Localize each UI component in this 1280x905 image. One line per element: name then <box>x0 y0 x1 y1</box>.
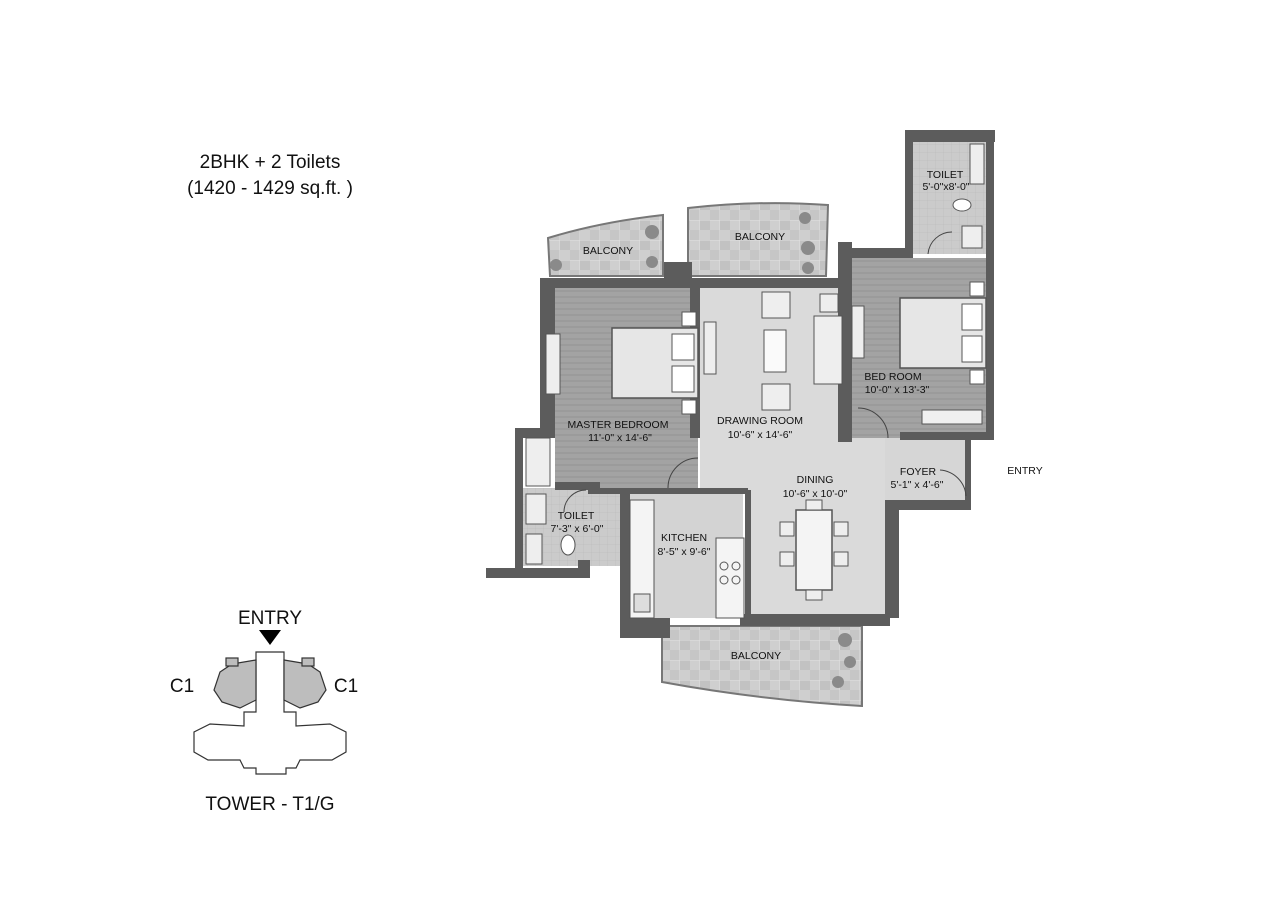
label-balcony-left: BALCONY <box>583 245 633 257</box>
key-plan-entry-label: ENTRY <box>238 608 302 629</box>
unit-title: 2BHK + 2 Toilets (1420 - 1429 sq.ft. ) <box>130 150 410 202</box>
unit-type: 2BHK + 2 Toilets <box>199 152 341 173</box>
balcony-center-area <box>687 202 830 277</box>
size-master-bedroom: 11'-0" x 14'-6" <box>588 432 652 444</box>
size-dining: 10'-6" x 10'-0" <box>783 488 848 500</box>
label-kitchen: KITCHEN <box>661 532 707 544</box>
entry-arrow-icon <box>259 630 281 645</box>
label-drawing-room: DRAWING ROOM <box>717 415 803 427</box>
label-foyer: FOYER <box>900 466 937 478</box>
label-master-bedroom: MASTER BEDROOM <box>568 419 669 431</box>
key-plan: ENTRY C1 C1 TOWER - T1/G <box>170 608 358 815</box>
balcony-left-area <box>546 213 664 277</box>
size-bed-room: 10'-0" x 13'-3" <box>865 384 930 396</box>
size-foyer: 5'-1" x 4'-6" <box>891 479 944 491</box>
size-kitchen: 8'-5" x 9'-6" <box>658 546 711 558</box>
toilet-fixtures-icon <box>525 143 985 565</box>
label-bed-room: BED ROOM <box>864 371 921 383</box>
label-toilet-top: TOILET <box>927 169 964 181</box>
size-toilet-bottom: 7'-3" x 6'-0" <box>551 523 604 535</box>
size-toilet-top: 5'-0"x8'-0" <box>922 181 969 193</box>
size-drawing-room: 10'-6" x 14'-6" <box>728 429 793 441</box>
unit-area: (1420 - 1429 sq.ft. ) <box>187 178 353 199</box>
foyer-floor <box>885 438 967 500</box>
label-balcony-center: BALCONY <box>735 231 785 243</box>
balcony-bottom-area <box>661 625 863 708</box>
kitchen-counter-icon <box>629 499 745 619</box>
door-swings <box>563 231 967 513</box>
label-balcony-bottom: BALCONY <box>731 650 781 662</box>
key-plan-unit-right: C1 <box>334 676 358 697</box>
master-bed-icon <box>545 311 699 415</box>
label-entry: ENTRY <box>1007 465 1042 477</box>
bed-icon <box>851 281 987 425</box>
tower-outline-icon <box>193 651 347 775</box>
label-dining: DINING <box>797 474 834 486</box>
living-dining-floor <box>700 288 940 614</box>
sofa-set-icon <box>703 291 843 411</box>
label-toilet-bottom: TOILET <box>558 510 595 522</box>
key-plan-tower-label: TOWER - T1/G <box>205 794 334 815</box>
dining-table-icon <box>779 499 849 601</box>
key-plan-unit-left: C1 <box>170 676 194 697</box>
